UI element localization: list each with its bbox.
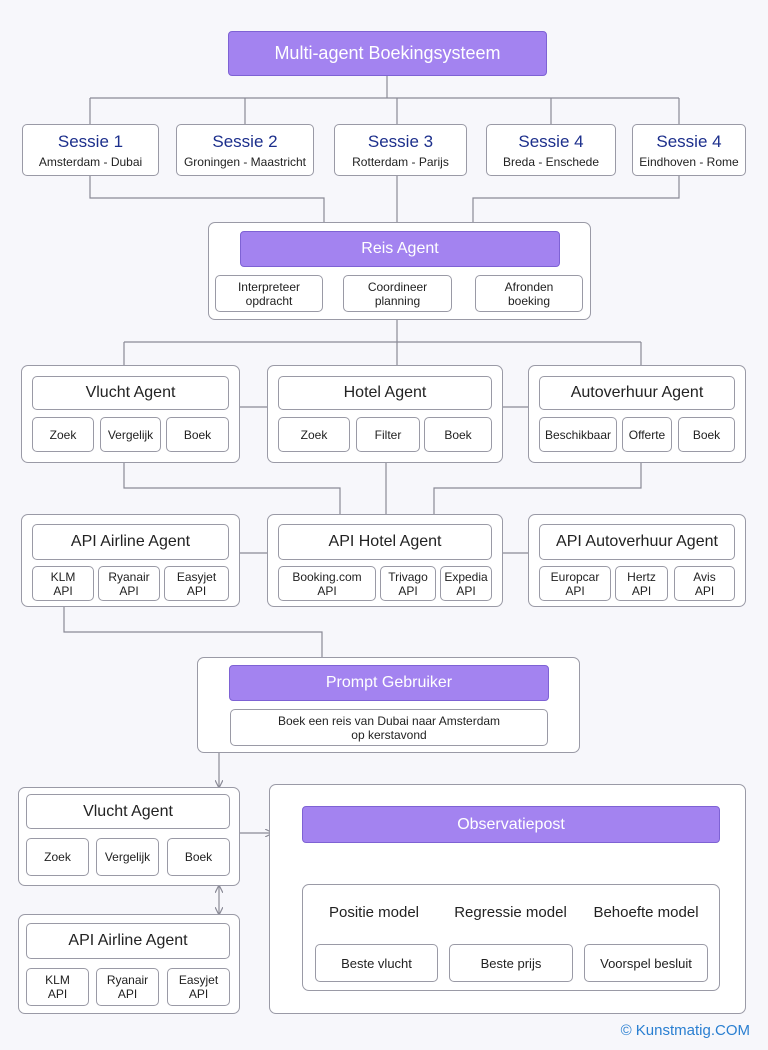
model-result: Beste vlucht [315,944,438,982]
session-title: Sessie 4 [656,131,722,151]
api-box: Hertz API [615,566,668,601]
api-box: KLM API [26,968,89,1006]
session-title: Sessie 3 [367,131,434,151]
system-title: Multi-agent Boekingsysteem [228,31,547,76]
agent-title: API Hotel Agent [278,524,492,560]
session-title: Sessie 2 [212,131,278,151]
task-box: Boek [424,417,492,452]
agent-title: Vlucht Agent [26,794,230,829]
session-card: Sessie 2 Groningen - Maastricht [176,124,314,176]
agent-title: API Airline Agent [26,923,230,959]
observation-title: Observatiepost [302,806,720,843]
session-card: Sessie 3 Rotterdam - Parijs [334,124,467,176]
task-box: Vergelijk [96,838,159,876]
agent-title: API Airline Agent [32,524,229,560]
session-route: Breda - Enschede [502,154,600,169]
session-card: Sessie 1 Amsterdam - Dubai [22,124,159,176]
task-box: Afronden boeking [475,275,583,312]
model-name: Positie model [328,903,420,921]
task-box: Vergelijk [100,417,161,452]
model-result: Beste prijs [449,944,573,982]
task-box: Boek [678,417,735,452]
api-box: Avis API [674,566,735,601]
api-box: Trivago API [380,566,436,601]
session-route: Groningen - Maastricht [183,154,307,169]
prompt-text: Boek een reis van Dubai naar Amsterdam o… [230,709,548,746]
session-title: Sessie 1 [57,131,124,151]
session-card: Sessie 4 Breda - Enschede [486,124,616,176]
session-title: Sessie 4 [518,131,584,151]
api-box: Booking.com API [278,566,376,601]
task-box: Zoek [32,417,94,452]
model-result: Voorspel besluit [584,944,708,982]
task-box: Boek [167,838,230,876]
session-route: Rotterdam - Parijs [352,154,449,169]
agent-title: Autoverhuur Agent [539,376,735,410]
api-box: Ryanair API [96,968,159,1006]
prompt-title: Prompt Gebruiker [229,665,549,701]
model-name: Regressie model [454,903,567,921]
api-box: Europcar API [539,566,611,601]
model-name: Behoefte model [593,903,699,921]
api-box: Easyjet API [164,566,229,601]
task-box: Filter [356,417,420,452]
task-box: Zoek [278,417,350,452]
task-box: Offerte [622,417,672,452]
copyright-footer: © Kunstmatig.COM [620,1022,750,1039]
task-box: Coordineer planning [343,275,452,312]
session-route: Amsterdam - Dubai [38,154,143,169]
session-card: Sessie 4 Eindhoven - Rome [632,124,746,176]
api-box: KLM API [32,566,94,601]
agent-title: Hotel Agent [278,376,492,410]
task-box: Interpreteer opdracht [215,275,323,312]
task-box: Beschikbaar [539,417,617,452]
task-box: Zoek [26,838,89,876]
session-route: Eindhoven - Rome [639,154,739,169]
agent-title: API Autoverhuur Agent [539,524,735,560]
api-box: Easyjet API [167,968,230,1006]
api-box: Ryanair API [98,566,160,601]
reis-agent-title: Reis Agent [240,231,560,267]
agent-title: Vlucht Agent [32,376,229,410]
api-box: Expedia API [440,566,492,601]
task-box: Boek [166,417,229,452]
